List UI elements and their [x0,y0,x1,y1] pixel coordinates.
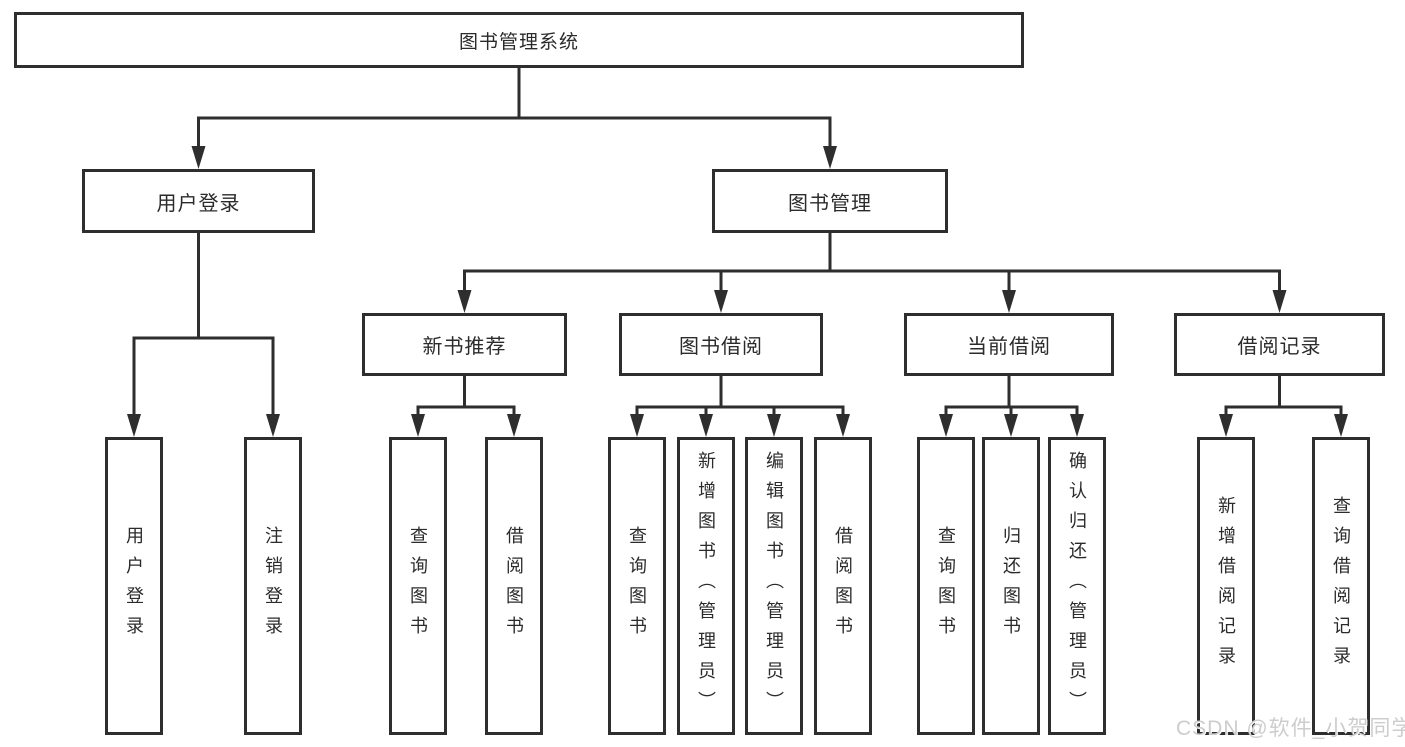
node-label: 归还图书 [1001,526,1021,646]
node-label: 查询借阅记录 [1331,496,1351,676]
leaf-borrow-add-book-admin: 新增图书（管理员） [677,437,735,735]
node-label: 图书管理 [788,192,872,215]
node-label: 查询图书 [627,526,647,646]
leaf-current-query-books: 查询图书 [917,437,975,735]
node-current-borrowing: 当前借阅 [904,313,1114,376]
leaf-logout: 注销登录 [244,437,302,735]
node-label: 用户登录 [156,192,241,215]
node-label: 用户登录 [124,526,144,646]
leaf-current-return-books: 归还图书 [982,437,1040,735]
node-user-login: 用户登录 [82,169,315,233]
node-label: 查询图书 [408,526,428,646]
node-book-management: 图书管理 [712,169,948,233]
node-label: 新书推荐 [422,336,507,358]
node-label: 借阅图书 [833,526,853,646]
leaf-records-add-record: 新增借阅记录 [1197,437,1255,735]
leaf-records-query-record: 查询借阅记录 [1312,437,1370,735]
node-label: 图书管理系统 [458,31,579,53]
csdn-watermark: CSDN @软件_小贺同学 [1176,717,1405,740]
leaf-newbook-borrow-books: 借阅图书 [485,437,543,735]
node-library-management-system: 图书管理系统 [14,12,1024,68]
node-label: 图书借阅 [679,336,763,358]
node-borrowing-records: 借阅记录 [1174,313,1385,376]
node-label: 借阅图书 [504,526,524,646]
node-label: 编辑图书（管理员） [764,451,784,721]
node-book-borrowing: 图书借阅 [619,313,823,376]
leaf-borrow-borrow-books: 借阅图书 [814,437,872,735]
node-new-book-recommendation: 新书推荐 [362,313,567,376]
node-label: 注销登录 [263,526,283,646]
node-label: 确认归还（管理员） [1067,451,1087,721]
arrowheads [127,146,1348,437]
leaf-user-login: 用户登录 [105,437,163,735]
node-label: 查询图书 [936,526,956,646]
node-label: 借阅记录 [1237,336,1322,358]
node-label: 当前借阅 [967,336,1051,358]
leaf-borrow-edit-book-admin: 编辑图书（管理员） [745,437,803,735]
node-label: 新增借阅记录 [1216,496,1236,676]
leaf-newbook-query-books: 查询图书 [389,437,447,735]
leaf-current-confirm-return-admin: 确认归还（管理员） [1048,437,1106,735]
node-label: 新增图书（管理员） [696,451,716,721]
leaf-borrow-query-books: 查询图书 [608,437,666,735]
